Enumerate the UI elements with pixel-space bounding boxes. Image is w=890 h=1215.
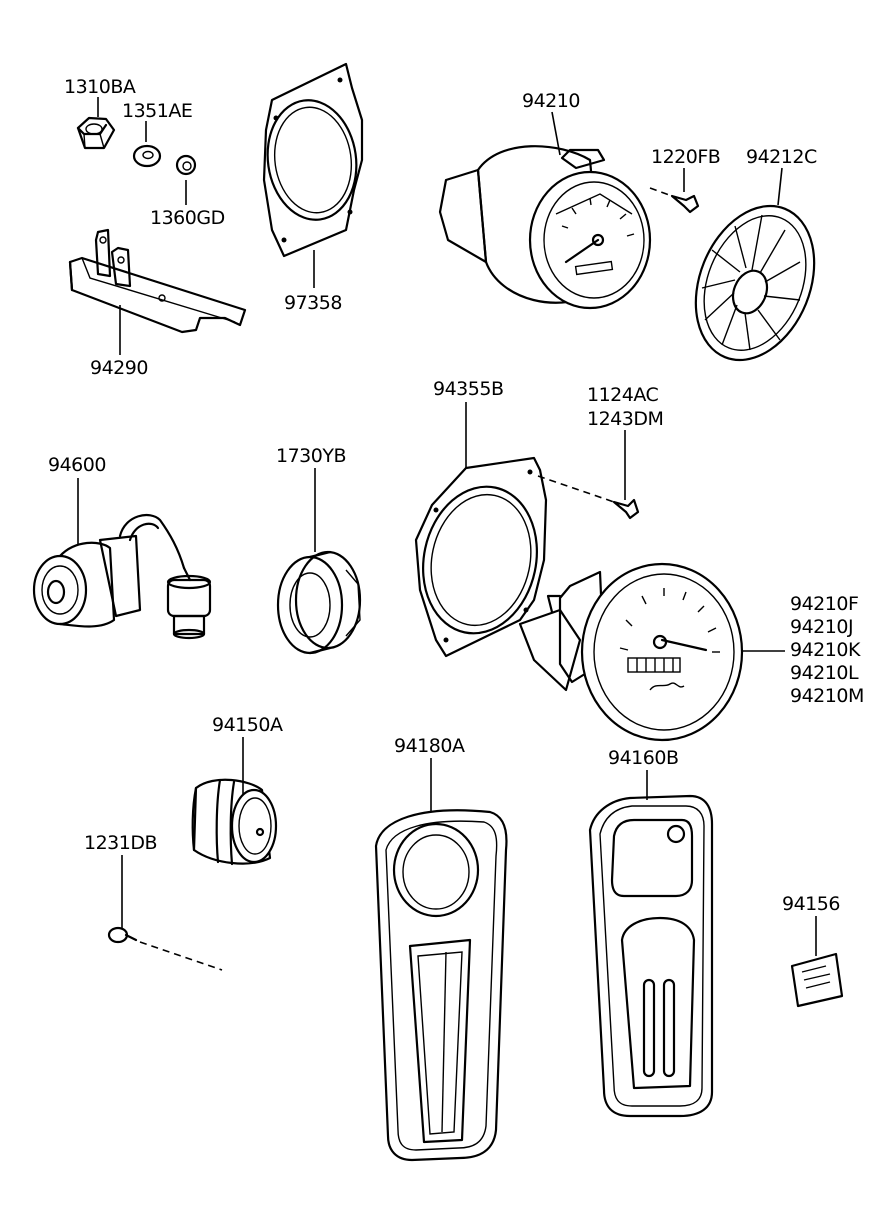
spring-washer-1360GD — [175, 154, 197, 176]
label-94210F: 94210F — [790, 593, 858, 615]
speedometer-94210 — [438, 145, 652, 310]
gasket-97358 — [262, 62, 364, 258]
gauge-94150A — [191, 778, 278, 866]
nut-1310BA — [76, 116, 116, 150]
sending-unit-94600 — [32, 514, 212, 640]
label-1124AC: 1124AC — [587, 384, 659, 406]
screw-1124AC — [537, 475, 640, 520]
label-94150A: 94150A — [212, 714, 283, 736]
panel-94180A — [374, 809, 508, 1162]
face-plate-94212C — [694, 204, 816, 362]
screw-1220FB — [649, 187, 700, 214]
label-94212C: 94212C — [746, 146, 817, 168]
panel-94160B — [588, 794, 714, 1118]
washer-1351AE — [132, 144, 162, 168]
label-1220FB: 1220FB — [651, 146, 720, 168]
gauge-ticks — [619, 588, 720, 653]
odometer-digits — [627, 657, 681, 673]
label-94156: 94156 — [782, 893, 840, 915]
label-94210: 94210 — [522, 90, 580, 112]
gauge-assembly-94210F — [518, 562, 744, 742]
gasket-94355B — [414, 456, 548, 658]
label-94600: 94600 — [48, 454, 106, 476]
label-94290: 94290 — [90, 357, 148, 379]
label-1360GD: 1360GD — [150, 207, 225, 229]
label-97358: 97358 — [284, 292, 342, 314]
label-plate-94156 — [790, 952, 844, 1008]
label-94210M: 94210M — [790, 685, 864, 707]
bracket-94290 — [68, 228, 247, 334]
face-plate-spokes — [701, 214, 801, 351]
grommet-1730YB — [276, 550, 362, 655]
label-94210L: 94210L — [790, 662, 859, 684]
screw-1231DB — [107, 926, 223, 971]
label-1730YB: 1730YB — [276, 445, 346, 467]
label-94160B: 94160B — [608, 747, 678, 769]
label-1243DM: 1243DM — [587, 408, 663, 430]
label-1231DB: 1231DB — [84, 832, 157, 854]
label-1351AE: 1351AE — [122, 100, 192, 122]
label-1310BA: 1310BA — [64, 76, 136, 98]
label-94210J: 94210J — [790, 616, 853, 638]
label-94355B: 94355B — [433, 378, 503, 400]
label-94210K: 94210K — [790, 639, 861, 661]
label-94180A: 94180A — [394, 735, 465, 757]
